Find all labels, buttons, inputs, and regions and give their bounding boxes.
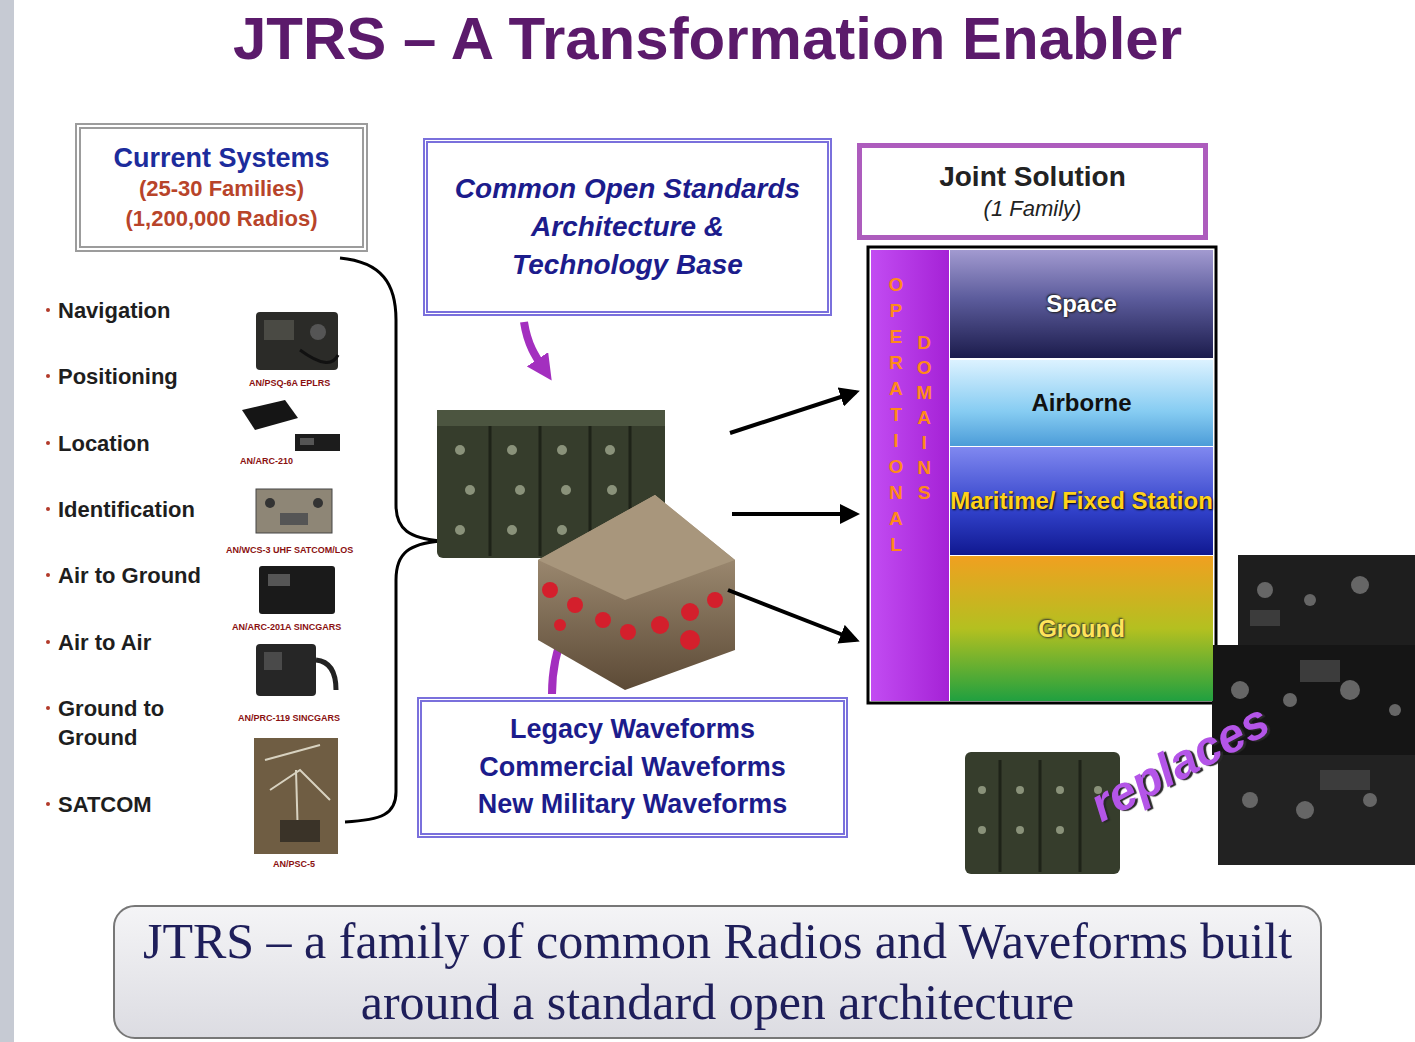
node-text: Airborne bbox=[1031, 389, 1131, 417]
domain-frame bbox=[868, 247, 1216, 703]
jtrs-radio bbox=[437, 410, 735, 690]
page-title: JTRS – A Transformation Enabler bbox=[0, 4, 1415, 73]
node-text: Maritime/ Fixed Station bbox=[950, 486, 1213, 516]
radio-model: AN/ARC-210 bbox=[240, 456, 293, 466]
node-text: (25-30 Families) bbox=[139, 174, 304, 204]
node-text: Legacy Waveforms bbox=[510, 711, 755, 749]
radio-model: AN/PSQ-6A EPLRS bbox=[249, 378, 330, 388]
side-strip bbox=[0, 0, 14, 1042]
vertical-heading: OPERATIONAL bbox=[888, 272, 904, 558]
node-text: Common Open Standards Architecture & Tec… bbox=[452, 170, 803, 283]
radio-model: AN/PSC-5 bbox=[273, 859, 315, 869]
node-text: Ground bbox=[1038, 615, 1125, 643]
node-text: Commercial Waveforms bbox=[479, 749, 786, 787]
systems-box: Current Systems(25-30 Families)(1,200,00… bbox=[75, 123, 368, 252]
function-item: Air to Air bbox=[58, 628, 151, 657]
node-text: (1,200,000 Radios) bbox=[126, 204, 318, 234]
node-text: Current Systems bbox=[113, 142, 329, 174]
node-text: Joint Solution bbox=[939, 159, 1126, 195]
function-item: Location bbox=[58, 429, 150, 458]
radio-model: AN/PRC-119 SINCGARS bbox=[238, 713, 340, 723]
node-text: (1 Family) bbox=[984, 195, 1082, 224]
radio-thumbnails bbox=[242, 312, 340, 854]
domain-band: Airborne bbox=[950, 360, 1213, 446]
domains-band: OPERATIONAL DOMAINS bbox=[871, 250, 949, 701]
function-item: Positioning bbox=[58, 362, 178, 391]
node-text: Space bbox=[1046, 290, 1117, 318]
solution-box: Joint Solution(1 Family) bbox=[857, 143, 1208, 240]
function-item: SATCOM bbox=[58, 790, 152, 819]
caption: JTRS – a family of common Radios and Wav… bbox=[129, 911, 1306, 1033]
domain-band: Ground bbox=[950, 556, 1213, 701]
function-item: Navigation bbox=[58, 296, 170, 325]
domain-band: Space bbox=[950, 250, 1213, 358]
domain-band: Maritime/ Fixed Station bbox=[950, 447, 1213, 555]
vertical-heading: DOMAINS bbox=[916, 330, 932, 505]
function-item: Identification bbox=[58, 495, 195, 524]
caption-box: JTRS – a family of common Radios and Wav… bbox=[113, 905, 1322, 1039]
function-item: Air to Ground bbox=[58, 561, 201, 590]
function-item: Ground to Ground bbox=[58, 694, 188, 753]
radio-model: AN/WCS-3 UHF SATCOM/LOS bbox=[226, 545, 353, 555]
purple-arrow bbox=[524, 322, 546, 372]
node-text: New Military Waveforms bbox=[478, 786, 788, 824]
waveforms-box: Legacy WaveformsCommercial WaveformsNew … bbox=[417, 697, 848, 838]
architecture-box: Common Open Standards Architecture & Tec… bbox=[423, 138, 832, 316]
radio-model: AN/ARC-201A SINCGARS bbox=[232, 622, 341, 632]
black-arrow bbox=[728, 392, 856, 640]
bullets bbox=[46, 308, 50, 806]
